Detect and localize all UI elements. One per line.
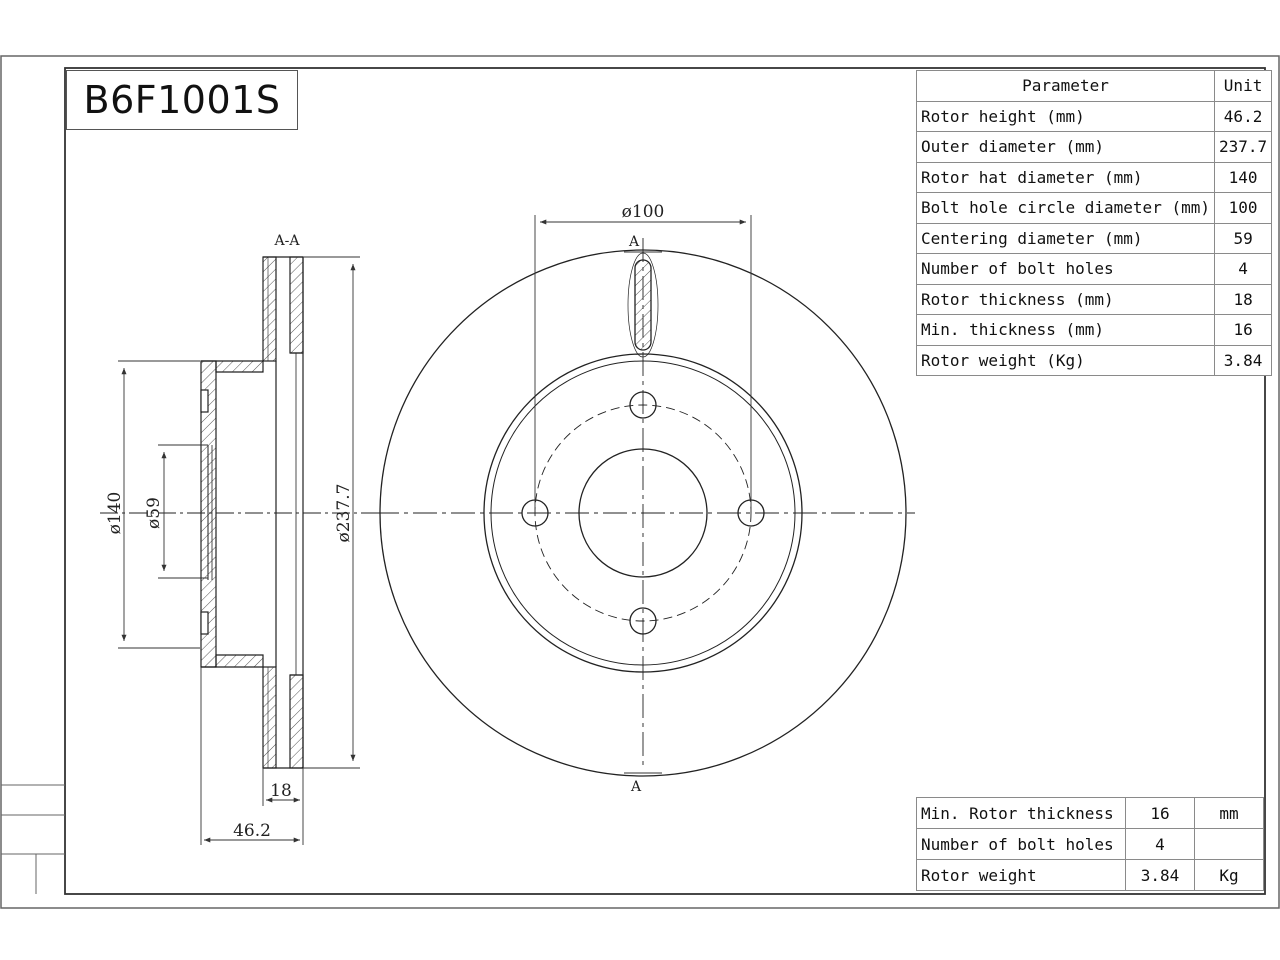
param-label: Rotor height (mm) (916, 100, 1215, 132)
param-value: 237.7 (1213, 131, 1273, 163)
dim-bolt-circle: ø100 (622, 202, 665, 222)
table-row: Rotor hat diameter (mm)140 (916, 161, 1273, 193)
front-view (375, 238, 915, 777)
center-bore (578, 448, 708, 578)
parameter-table-header: Parameter Unit (916, 70, 1273, 102)
summary-value: 16 (1125, 797, 1195, 829)
sheet-inner-border (64, 67, 1266, 895)
outer-rim (379, 249, 907, 777)
header-parameter: Parameter (916, 70, 1215, 102)
summary-value: 3.84 (1125, 859, 1195, 891)
bolt-hole-bottom (629, 607, 657, 635)
summary-label: Number of bolt holes (916, 828, 1126, 860)
friction-plate-outer-top (289, 256, 304, 354)
param-label: Rotor weight (Kg) (916, 344, 1215, 376)
param-label: Rotor thickness (mm) (916, 283, 1215, 315)
table-row: Rotor weight 3.84 Kg (916, 859, 1264, 891)
parameter-table: Parameter Unit Rotor height (mm)46.2 Out… (916, 70, 1273, 376)
dim-hat-diameter: ø140 (105, 492, 125, 535)
summary-unit: mm (1194, 797, 1264, 829)
param-label: Number of bolt holes (916, 253, 1215, 285)
param-label: Outer diameter (mm) (916, 131, 1215, 163)
table-row: Rotor height (mm)46.2 (916, 100, 1273, 132)
section-view (100, 256, 375, 769)
part-number-title: B6F1001S (66, 70, 298, 130)
hat-bottom-wall (201, 654, 264, 668)
param-value: 16 (1213, 314, 1273, 346)
dim-height: 46.2 (233, 821, 271, 841)
param-value: 4 (1213, 253, 1273, 285)
param-value: 59 (1213, 222, 1273, 254)
dim-thickness: 18 (270, 781, 292, 801)
bolt-hole-top (629, 391, 657, 419)
dim-outer-diameter: ø237.7 (334, 484, 354, 543)
friction-plate-inner-top (262, 256, 277, 362)
param-value: 46.2 (1213, 100, 1273, 132)
param-label: Min. thickness (mm) (916, 314, 1215, 346)
sheet-outer-border (0, 55, 1280, 909)
param-value: 3.84 (1213, 344, 1273, 376)
margin-grid (1, 784, 65, 894)
friction-plate-outer-bottom (289, 674, 304, 769)
param-value: 100 (1213, 192, 1273, 224)
section-dimensions (118, 256, 360, 845)
summary-table: Min. Rotor thickness 16 mm Number of bol… (916, 797, 1264, 891)
summary-label: Min. Rotor thickness (916, 797, 1126, 829)
hat-inner (490, 360, 796, 666)
friction-plate-inner-bottom (262, 666, 277, 769)
table-row: Rotor thickness (mm)18 (916, 283, 1273, 315)
table-row: Min. thickness (mm)16 (916, 314, 1273, 346)
param-label: Centering diameter (mm) (916, 222, 1215, 254)
section-marker-bottom: A (630, 779, 642, 795)
summary-value: 4 (1125, 828, 1195, 860)
summary-label: Rotor weight (916, 859, 1126, 891)
dim-center-bore: ø59 (144, 497, 164, 529)
summary-unit: Kg (1194, 859, 1264, 891)
table-row: Outer diameter (mm)237.7 (916, 131, 1273, 163)
section-label: A-A (274, 233, 301, 249)
hat-top-wall (201, 360, 264, 373)
summary-unit (1194, 828, 1264, 860)
vent-slot (634, 259, 652, 351)
header-unit: Unit (1213, 70, 1273, 102)
hat-outer (483, 353, 803, 673)
table-row: Centering diameter (mm)59 (916, 222, 1273, 254)
param-label: Rotor hat diameter (mm) (916, 161, 1215, 193)
section-marker-top: A (628, 234, 640, 250)
table-row: Min. Rotor thickness 16 mm (916, 797, 1264, 829)
table-row: Rotor weight (Kg)3.84 (916, 344, 1273, 376)
table-row: Bolt hole circle diameter (mm)100 (916, 192, 1273, 224)
param-value: 18 (1213, 283, 1273, 315)
table-row: Number of bolt holes 4 (916, 828, 1264, 860)
front-dimensions (534, 215, 752, 774)
param-label: Bolt hole circle diameter (mm) (916, 192, 1215, 224)
param-value: 140 (1213, 161, 1273, 193)
